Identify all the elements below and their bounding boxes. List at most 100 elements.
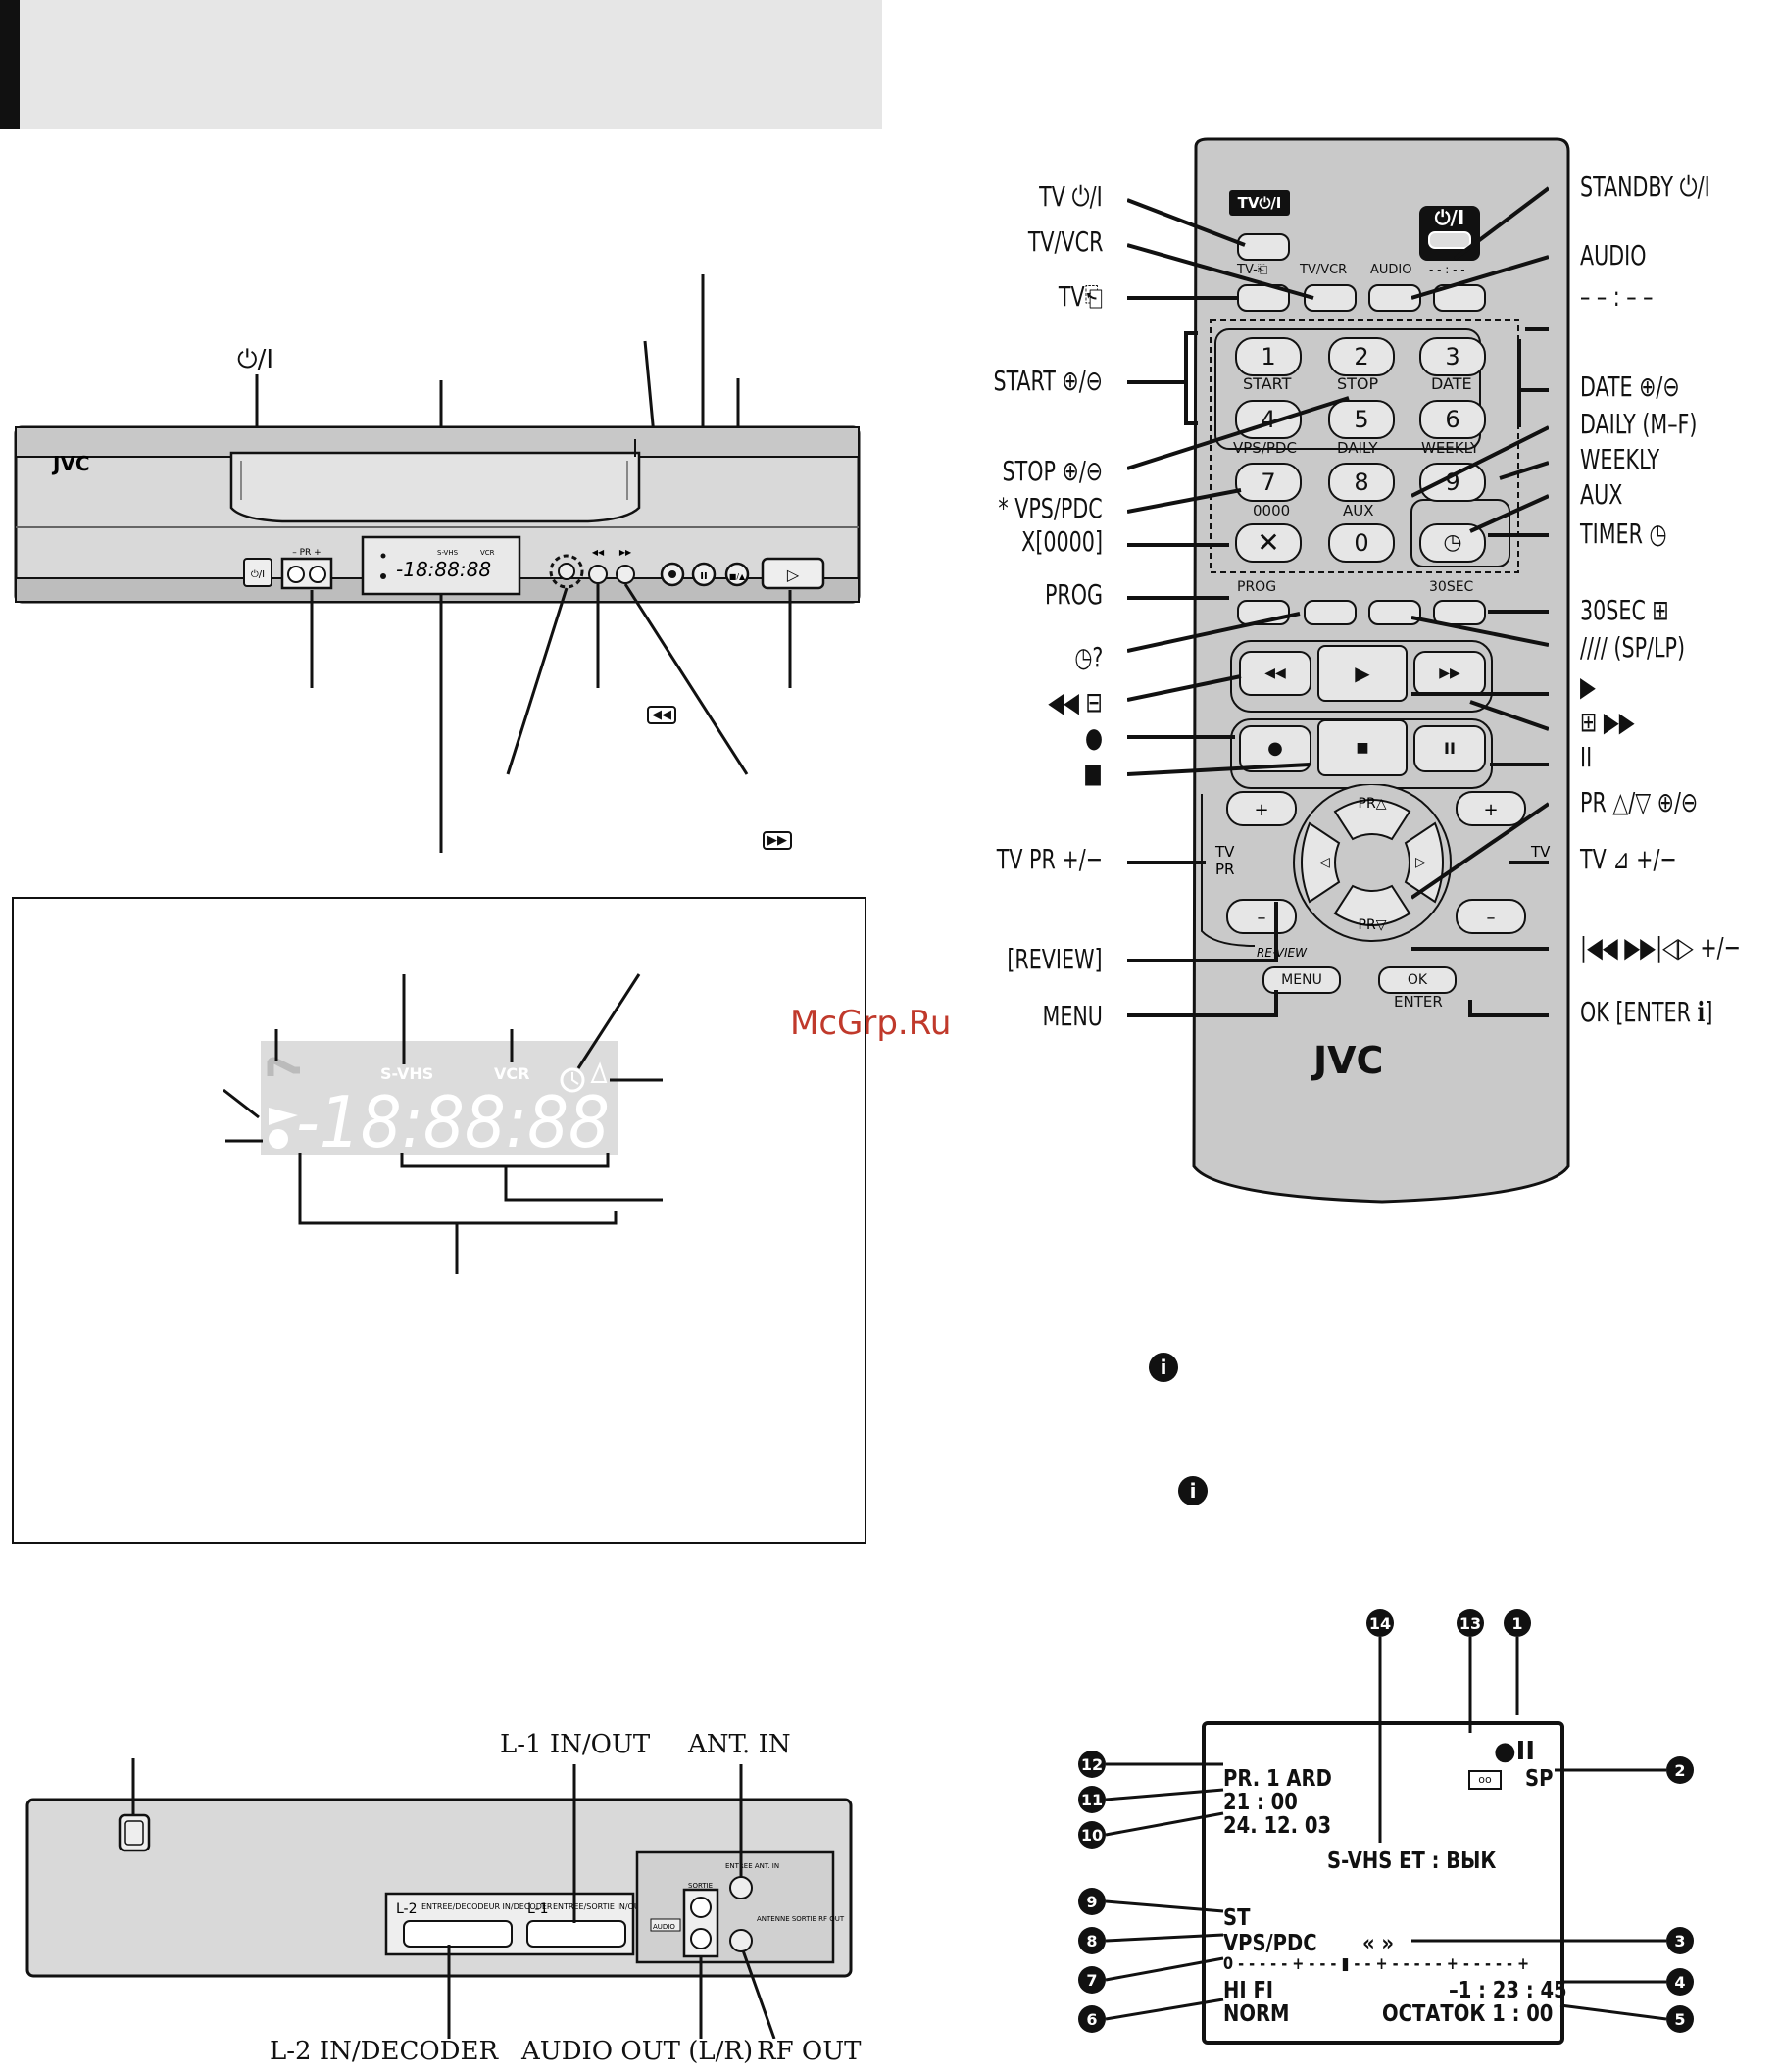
rewind-icon: ◀◀ [647,706,676,724]
cancel-x-button[interactable]: ✕ [1235,523,1302,563]
date-label: DATE [1431,374,1472,393]
svg-text:13: 13 [1459,1614,1481,1633]
key-0[interactable]: 0 [1328,523,1395,563]
svg-text:-18:88:88: -18:88:88 [396,558,491,581]
display-diagram: S-VHS VCR -18:88:88 [223,973,663,1274]
svg-text:6: 6 [1086,2010,1097,2029]
osd-st: ST [1223,1905,1251,1931]
label-pr-updown: PR △/▽ ⊕/⊖ [1580,786,1699,818]
timer-check-button[interactable] [1304,600,1357,625]
remote-leaders [1127,198,1350,1017]
label-rewind: ◀◀ ⊟ [1048,686,1103,718]
osd-norm: NORM [1223,2001,1290,2027]
label-30sec: 30SEC ⊞ [1580,594,1669,626]
svg-text:11: 11 [1081,1791,1103,1809]
prog-label: PROG [1237,579,1277,595]
remote-brand: JVC [1313,1039,1384,1082]
key-1[interactable]: 1 [1235,337,1302,376]
rewind-button[interactable]: ◀◀ [1239,651,1311,696]
svg-text:PR: PR [1215,861,1234,878]
sec30-button[interactable] [1433,600,1486,625]
label-skip: |◀◀ ▶▶|◁▷ +/− [1580,931,1741,963]
svg-text:⏻/I: ⏻/I [251,569,265,580]
svg-text:II: II [700,571,707,582]
label-weekly: WEEKLY [1580,443,1660,475]
svg-text:S-VHS: S-VHS [437,549,459,557]
tv-power-button[interactable] [1237,233,1290,261]
standby-badge: ⏻/I [1434,206,1465,229]
label-tv-volume: TV ⊿ +/− [1580,843,1677,875]
key-7[interactable]: 7 [1235,463,1302,502]
label-menu: MENU [1042,1000,1103,1032]
svg-text:-18:88:88: -18:88:88 [296,1081,610,1163]
svg-text:1: 1 [1511,1614,1522,1633]
key-5[interactable]: 5 [1328,400,1395,439]
stop-label: STOP [1337,374,1379,393]
svg-text:▶▶: ▶▶ [619,548,632,557]
svg-text:◁: ◁ [1319,855,1330,870]
tvvcr-label: TV/VCR [1300,263,1348,277]
menu-button[interactable]: MENU [1262,966,1341,994]
svg-text:◀◀: ◀◀ [592,548,605,557]
key-8[interactable]: 8 [1328,463,1395,502]
stop-button[interactable]: ■ [1317,719,1408,776]
label-start: START ⊕/⊖ [993,365,1103,397]
zero-zero-label: 0000 [1253,502,1291,519]
label-pause: II [1580,741,1593,773]
label-prog: PROG [1044,578,1103,611]
front-panel: ⏻/I – PR + -18:88:88 S-VHS VCR ◀◀ ▶▶ II ■… [14,274,861,853]
l1-label: L-1 IN/OUT [500,1730,651,1759]
label-audio: AUDIO [1580,239,1647,271]
svg-text:SORTIE: SORTIE [688,1882,713,1890]
key-6[interactable]: 6 [1419,400,1486,439]
header-tab [0,0,20,129]
ok-button[interactable]: OK [1378,966,1457,994]
key-3[interactable]: 3 [1419,337,1486,376]
info-icon: i [1178,1476,1208,1505]
svg-text:7: 7 [1086,1971,1097,1990]
svg-text:VCR: VCR [480,549,495,557]
svg-text:L-2: L-2 [396,1901,418,1917]
standby-inner [1428,231,1471,249]
label-timer: TIMER ◷ [1580,518,1667,550]
svg-text:PR△: PR△ [1359,796,1387,812]
vpspdc-label: VPS/PDC [1233,439,1297,457]
svg-text:+: + [1254,800,1268,820]
osd-arrows: « » [1362,1931,1395,1956]
remote-leaders-right [1411,186,1549,1017]
audio-out-label: AUDIO OUT (L/R) [521,2037,754,2066]
pause-button[interactable]: II [1413,725,1486,772]
key-9[interactable]: 9 [1419,463,1486,502]
sp-lp-button[interactable] [1368,600,1421,625]
aux-label: AUX [1343,502,1374,519]
svg-text:■/▲: ■/▲ [729,572,746,581]
osd-svhs-et: S-VHS ET : ВЫК [1327,1849,1497,1874]
standby-button[interactable]: ⏻/I [1419,206,1480,261]
osd-vps: VPS/PDC [1223,1931,1317,1956]
label-x0000: X[0000] [1021,525,1103,558]
tv-power-badge: TV⏻/I [1229,190,1290,216]
osd-remain: ОСТАТОК 1 : 00 [1382,2001,1554,2027]
l2-label: L-2 IN/DECODER [270,2037,499,2066]
svg-text:VCR: VCR [494,1064,529,1083]
play-button[interactable]: ▶ [1317,645,1408,702]
svg-text:ENTREE ANT. IN: ENTREE ANT. IN [725,1862,779,1870]
svg-text:+: + [1483,800,1498,820]
svg-text:ENTREE/DECODEUR IN/DECODER: ENTREE/DECODEUR IN/DECODER [421,1902,553,1911]
label-tv-vcr: TV/VCR [1027,225,1103,258]
ant-in-label: ANT. IN [688,1730,791,1759]
svg-text:– PR +: – PR + [292,548,321,558]
osd-callouts: 14 13 1 12 11 10 9 8 7 6 2 3 4 5 [1078,1609,1694,2033]
label-timer-check: ◷? [1074,641,1103,673]
key-2[interactable]: 2 [1328,337,1395,376]
svg-text:ENTREE/SORTIE IN/OUT: ENTREE/SORTIE IN/OUT [553,1902,645,1911]
sec30-label: 30SEC [1429,579,1474,595]
svg-text:▷: ▷ [787,566,800,584]
label-tv-pr: TV PR +/− [996,843,1103,875]
svg-text:S-VHS: S-VHS [380,1064,433,1083]
osd-date: 24. 12. 03 [1223,1813,1332,1839]
svg-text:ANTENNE SORTIE RF OUT: ANTENNE SORTIE RF OUT [757,1915,845,1923]
svg-text:8: 8 [1086,1932,1097,1950]
label-sp-lp: //// (SP/LP) [1580,631,1686,664]
label-review: [REVIEW] [1007,943,1103,975]
